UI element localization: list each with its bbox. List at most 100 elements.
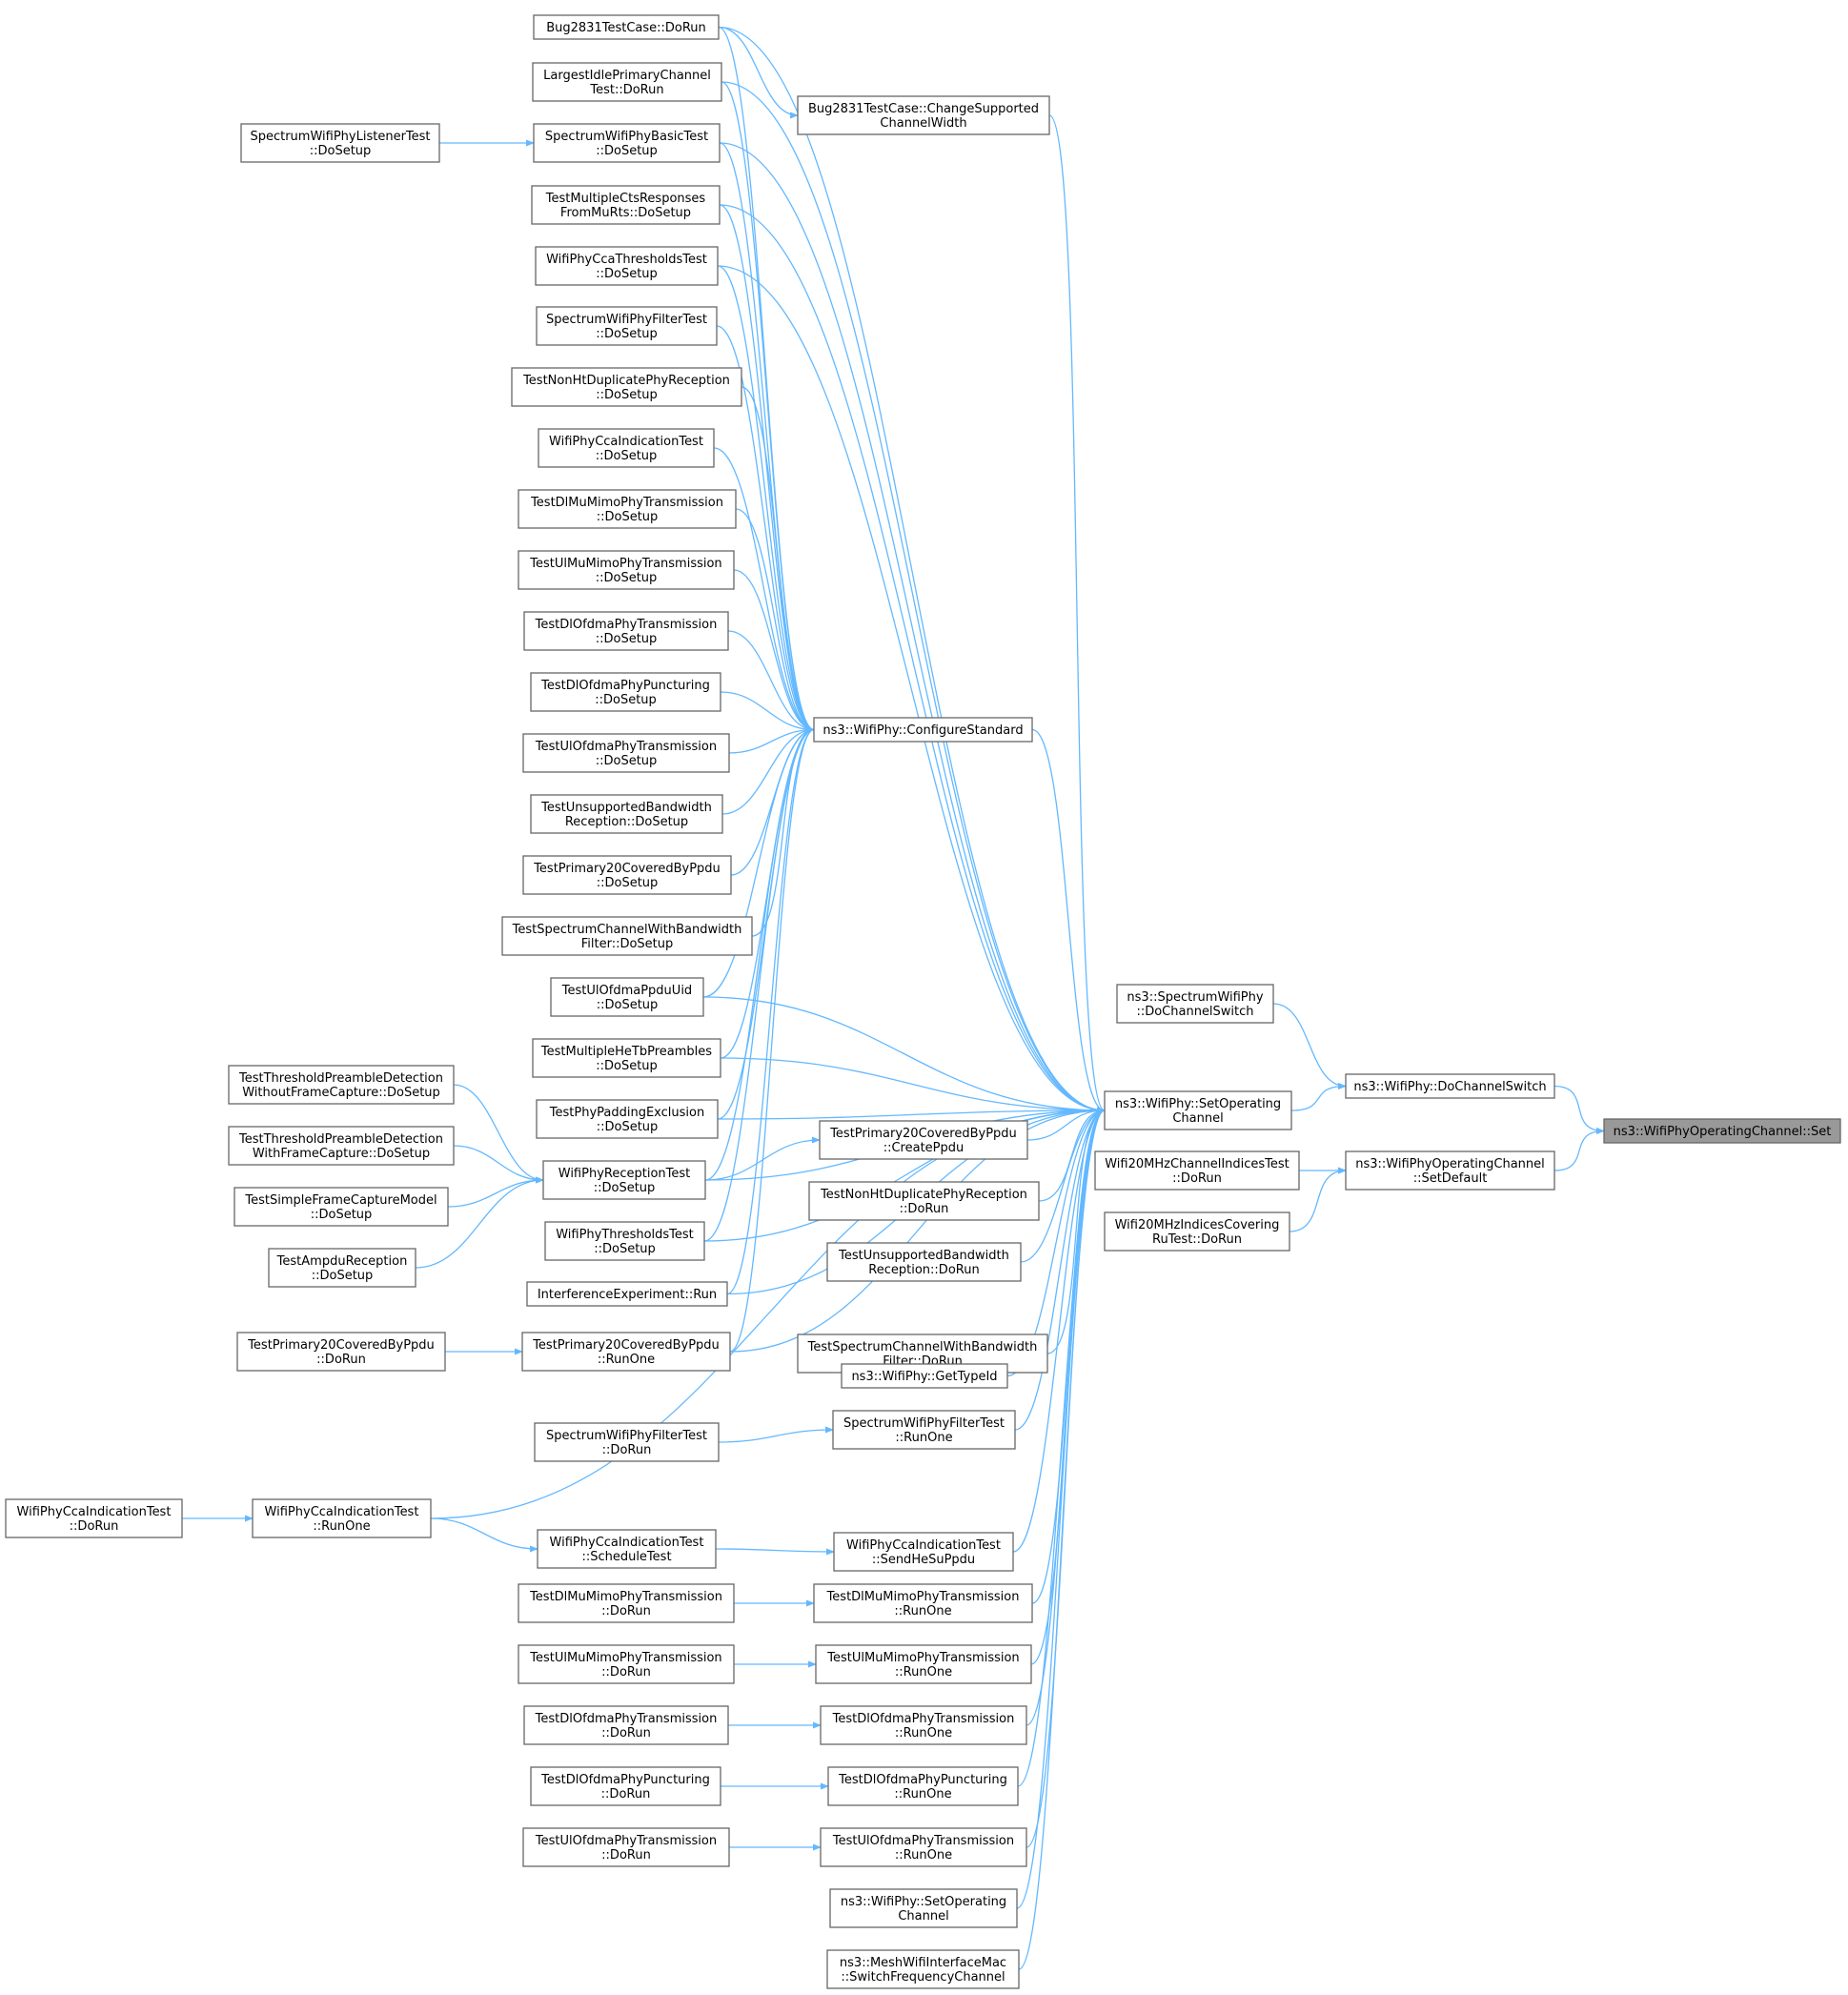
node-label: TestDlOfdmaPhyPuncturing xyxy=(540,679,710,693)
node-multihetb[interactable]: TestMultipleHeTbPreambles::DoSetup xyxy=(532,1038,721,1078)
node-box xyxy=(234,1187,449,1227)
node-nonhtrun[interactable]: TestNonHtDuplicatePhyReception::DoRun xyxy=(808,1181,1040,1221)
node-box xyxy=(536,306,718,346)
node-specdoch[interactable]: ns3::SpectrumWifiPhy::DoChannelSwitch xyxy=(1116,984,1274,1024)
node-label: SpectrumWifiPhyFilterTest xyxy=(546,313,707,327)
node-ulofdmarunone[interactable]: TestUlOfdmaPhyTransmission::RunOne xyxy=(820,1827,1027,1867)
node-interf[interactable]: InterferenceExperiment::Run xyxy=(526,1281,728,1307)
node-dochsw[interactable]: ns3::WifiPhy::DoChannelSwitch xyxy=(1345,1073,1555,1099)
node-sbasic[interactable]: SpectrumWifiPhyBasicTest::DoSetup xyxy=(533,123,721,163)
node-meshsw[interactable]: ns3::MeshWifiInterfaceMac::SwitchFrequen… xyxy=(826,1949,1020,1989)
edge-setdefault-to-set xyxy=(1554,1127,1605,1171)
node-sfiltrunone[interactable]: SpectrumWifiPhyFilterTest::RunOne xyxy=(832,1410,1016,1450)
node-p20runone[interactable]: TestPrimary20CoveredByPpdu::RunOne xyxy=(521,1332,731,1372)
node-ulppduuid[interactable]: TestUlOfdmaPpduUid::DoSetup xyxy=(550,977,704,1017)
node-label: ::RunOne xyxy=(598,1353,655,1367)
node-label: TestUlMuMimoPhyTransmission xyxy=(826,1651,1019,1665)
node-rxtest[interactable]: WifiPhyReceptionTest::DoSetup xyxy=(542,1160,706,1200)
node-dlofdmasetup[interactable]: TestDlOfdmaPhyTransmission::DoSetup xyxy=(523,611,729,651)
node-sfiltsetup[interactable]: SpectrumWifiPhyFilterTest::DoSetup xyxy=(536,306,718,346)
node-ccadorun[interactable]: WifiPhyCcaIndicationTest::DoRun xyxy=(5,1498,183,1538)
node-label: ::DoSetup xyxy=(311,1208,373,1222)
node-ulmimodorun[interactable]: TestUlMuMimoPhyTransmission::DoRun xyxy=(518,1644,735,1684)
node-ccarunone[interactable]: WifiPhyCcaIndicationTest::RunOne xyxy=(252,1498,432,1538)
node-label: TestDlMuMimoPhyTransmission xyxy=(529,1590,722,1604)
node-ccaindsetup[interactable]: WifiPhyCcaIndicationTest::DoSetup xyxy=(538,428,715,468)
node-ulmimosetup[interactable]: TestUlMuMimoPhyTransmission::DoSetup xyxy=(518,550,735,590)
node-label: Channel xyxy=(898,1909,948,1924)
edge-sfiltrunone-to-setop xyxy=(1014,1107,1106,1431)
node-dlpuncrunone[interactable]: TestDlOfdmaPhyPuncturing::RunOne xyxy=(827,1766,1019,1806)
edge-padding-to-setop xyxy=(717,1107,1106,1120)
edge-ccarunone-to-setop xyxy=(430,1107,1106,1519)
node-configstd[interactable]: ns3::WifiPhy::ConfigureStandard xyxy=(813,717,1033,743)
node-p20create[interactable]: TestPrimary20CoveredByPpdu::CreatePpdu xyxy=(819,1120,1028,1160)
node-setdefault[interactable]: ns3::WifiPhyOperatingChannel::SetDefault xyxy=(1345,1150,1555,1191)
node-thrwithout[interactable]: TestThresholdPreambleDetectionWithoutFra… xyxy=(228,1065,455,1105)
node-padding[interactable]: TestPhyPaddingExclusion::DoSetup xyxy=(536,1099,719,1139)
node-label: ::DoSetup xyxy=(597,1120,659,1134)
node-ulofdmasetup[interactable]: TestUlOfdmaPhyTransmission::DoSetup xyxy=(522,733,730,773)
edge-p20create-to-setop xyxy=(1026,1107,1106,1141)
node-dlofdmadorun[interactable]: TestDlOfdmaPhyTransmission::DoRun xyxy=(523,1705,729,1745)
node-bugchange[interactable]: Bug2831TestCase::ChangeSupportedChannelW… xyxy=(797,95,1050,135)
node-slistener[interactable]: SpectrumWifiPhyListenerTest::DoSetup xyxy=(240,123,440,163)
edge-phythr-to-configstd xyxy=(703,725,815,1242)
node-label: TestUlOfdmaPhyTransmission xyxy=(535,1834,717,1848)
node-gettypeid[interactable]: ns3::WifiPhy::GetTypeId xyxy=(841,1363,1008,1389)
node-simplefc[interactable]: TestSimpleFrameCaptureModel::DoSetup xyxy=(234,1187,449,1227)
node-dlmimorunone[interactable]: TestDlMuMimoPhyTransmission::RunOne xyxy=(813,1583,1033,1623)
node-specbwsetup[interactable]: TestSpectrumChannelWithBandwidthFilter::… xyxy=(501,916,753,956)
node-p20dorun[interactable]: TestPrimary20CoveredByPpdu::DoRun xyxy=(236,1332,446,1372)
node-box xyxy=(530,1766,721,1806)
node-multicts[interactable]: TestMultipleCtsResponsesFromMuRts::DoSet… xyxy=(531,185,721,225)
node-ccasendhesu[interactable]: WifiPhyCcaIndicationTest::SendHeSuPpdu xyxy=(833,1532,1014,1572)
node-phythr[interactable]: WifiPhyThresholdsTest::DoSetup xyxy=(544,1221,705,1261)
node-label: ns3::WifiPhy::DoChannelSwitch xyxy=(1353,1080,1546,1094)
node-label: ::DoRun xyxy=(900,1202,949,1216)
node-sfiltdorun[interactable]: SpectrumWifiPhyFilterTest::DoRun xyxy=(534,1422,720,1462)
edge-thrwith-to-rxtest xyxy=(453,1145,544,1184)
node-dlpuncsetup[interactable]: TestDlOfdmaPhyPuncturing::DoSetup xyxy=(530,672,721,712)
node-ampdu[interactable]: TestAmpduReception::DoSetup xyxy=(268,1248,416,1288)
node-label: ::DoSetup xyxy=(596,388,658,402)
node-ccasched[interactable]: WifiPhyCcaIndicationTest::ScheduleTest xyxy=(537,1529,717,1569)
node-label: TestMultipleHeTbPreambles xyxy=(540,1045,712,1059)
node-label: ::DoRun xyxy=(70,1519,119,1534)
node-bugdorun[interactable]: Bug2831TestCase::DoRun xyxy=(533,14,720,40)
node-set[interactable]: ns3::WifiPhyOperatingChannel::Set xyxy=(1603,1118,1841,1144)
node-dlmimosetup[interactable]: TestDlMuMimoPhyTransmission::DoSetup xyxy=(518,489,737,529)
node-label: ::DoSetup xyxy=(597,510,659,524)
node-dlmimodorun[interactable]: TestDlMuMimoPhyTransmission::DoRun xyxy=(518,1583,735,1623)
node-box xyxy=(826,1949,1020,1989)
node-label: ::CreatePpdu xyxy=(883,1141,965,1155)
node-label: ns3::WifiPhy::ConfigureStandard xyxy=(822,723,1023,738)
edge-bugchange-to-setop xyxy=(1048,114,1106,1114)
node-p20setup[interactable]: TestPrimary20CoveredByPpdu::DoSetup xyxy=(522,855,732,895)
node-dlpuncdorun[interactable]: TestDlOfdmaPhyPuncturing::DoRun xyxy=(530,1766,721,1806)
edge-specdoch-to-dochsw xyxy=(1272,1003,1347,1090)
node-nonhtsetup[interactable]: TestNonHtDuplicatePhyReception::DoSetup xyxy=(511,367,742,407)
node-label: TestAmpduReception xyxy=(276,1254,408,1269)
node-label: Test::DoRun xyxy=(589,83,663,97)
node-box xyxy=(1345,1150,1555,1191)
edge-dochsw-to-set xyxy=(1554,1085,1605,1135)
node-label: ::DoSetup xyxy=(310,144,372,158)
node-label: ns3::MeshWifiInterfaceMac xyxy=(840,1956,1006,1970)
node-unsupsetup[interactable]: TestUnsupportedBandwidthReception::DoSet… xyxy=(530,794,723,834)
node-thrwith[interactable]: TestThresholdPreambleDetectionWithFrameC… xyxy=(228,1126,455,1166)
node-ulofdmadorun[interactable]: TestUlOfdmaPhyTransmission::DoRun xyxy=(522,1827,730,1867)
node-box xyxy=(538,428,715,468)
node-ccathr[interactable]: WifiPhyCcaThresholdsTest::DoSetup xyxy=(535,246,719,286)
node-ulmimorunone[interactable]: TestUlMuMimoPhyTransmission::RunOne xyxy=(815,1644,1032,1684)
node-w20mhz[interactable]: Wifi20MHzChannelIndicesTest::DoRun xyxy=(1094,1150,1300,1191)
node-label: WifiPhyThresholdsTest xyxy=(556,1228,694,1242)
node-label: ::SwitchFrequencyChannel xyxy=(841,1970,1005,1985)
node-dlofdmarunone[interactable]: TestDlOfdmaPhyTransmission::RunOne xyxy=(820,1705,1027,1745)
edge-rxtest-to-p20create xyxy=(704,1136,821,1181)
